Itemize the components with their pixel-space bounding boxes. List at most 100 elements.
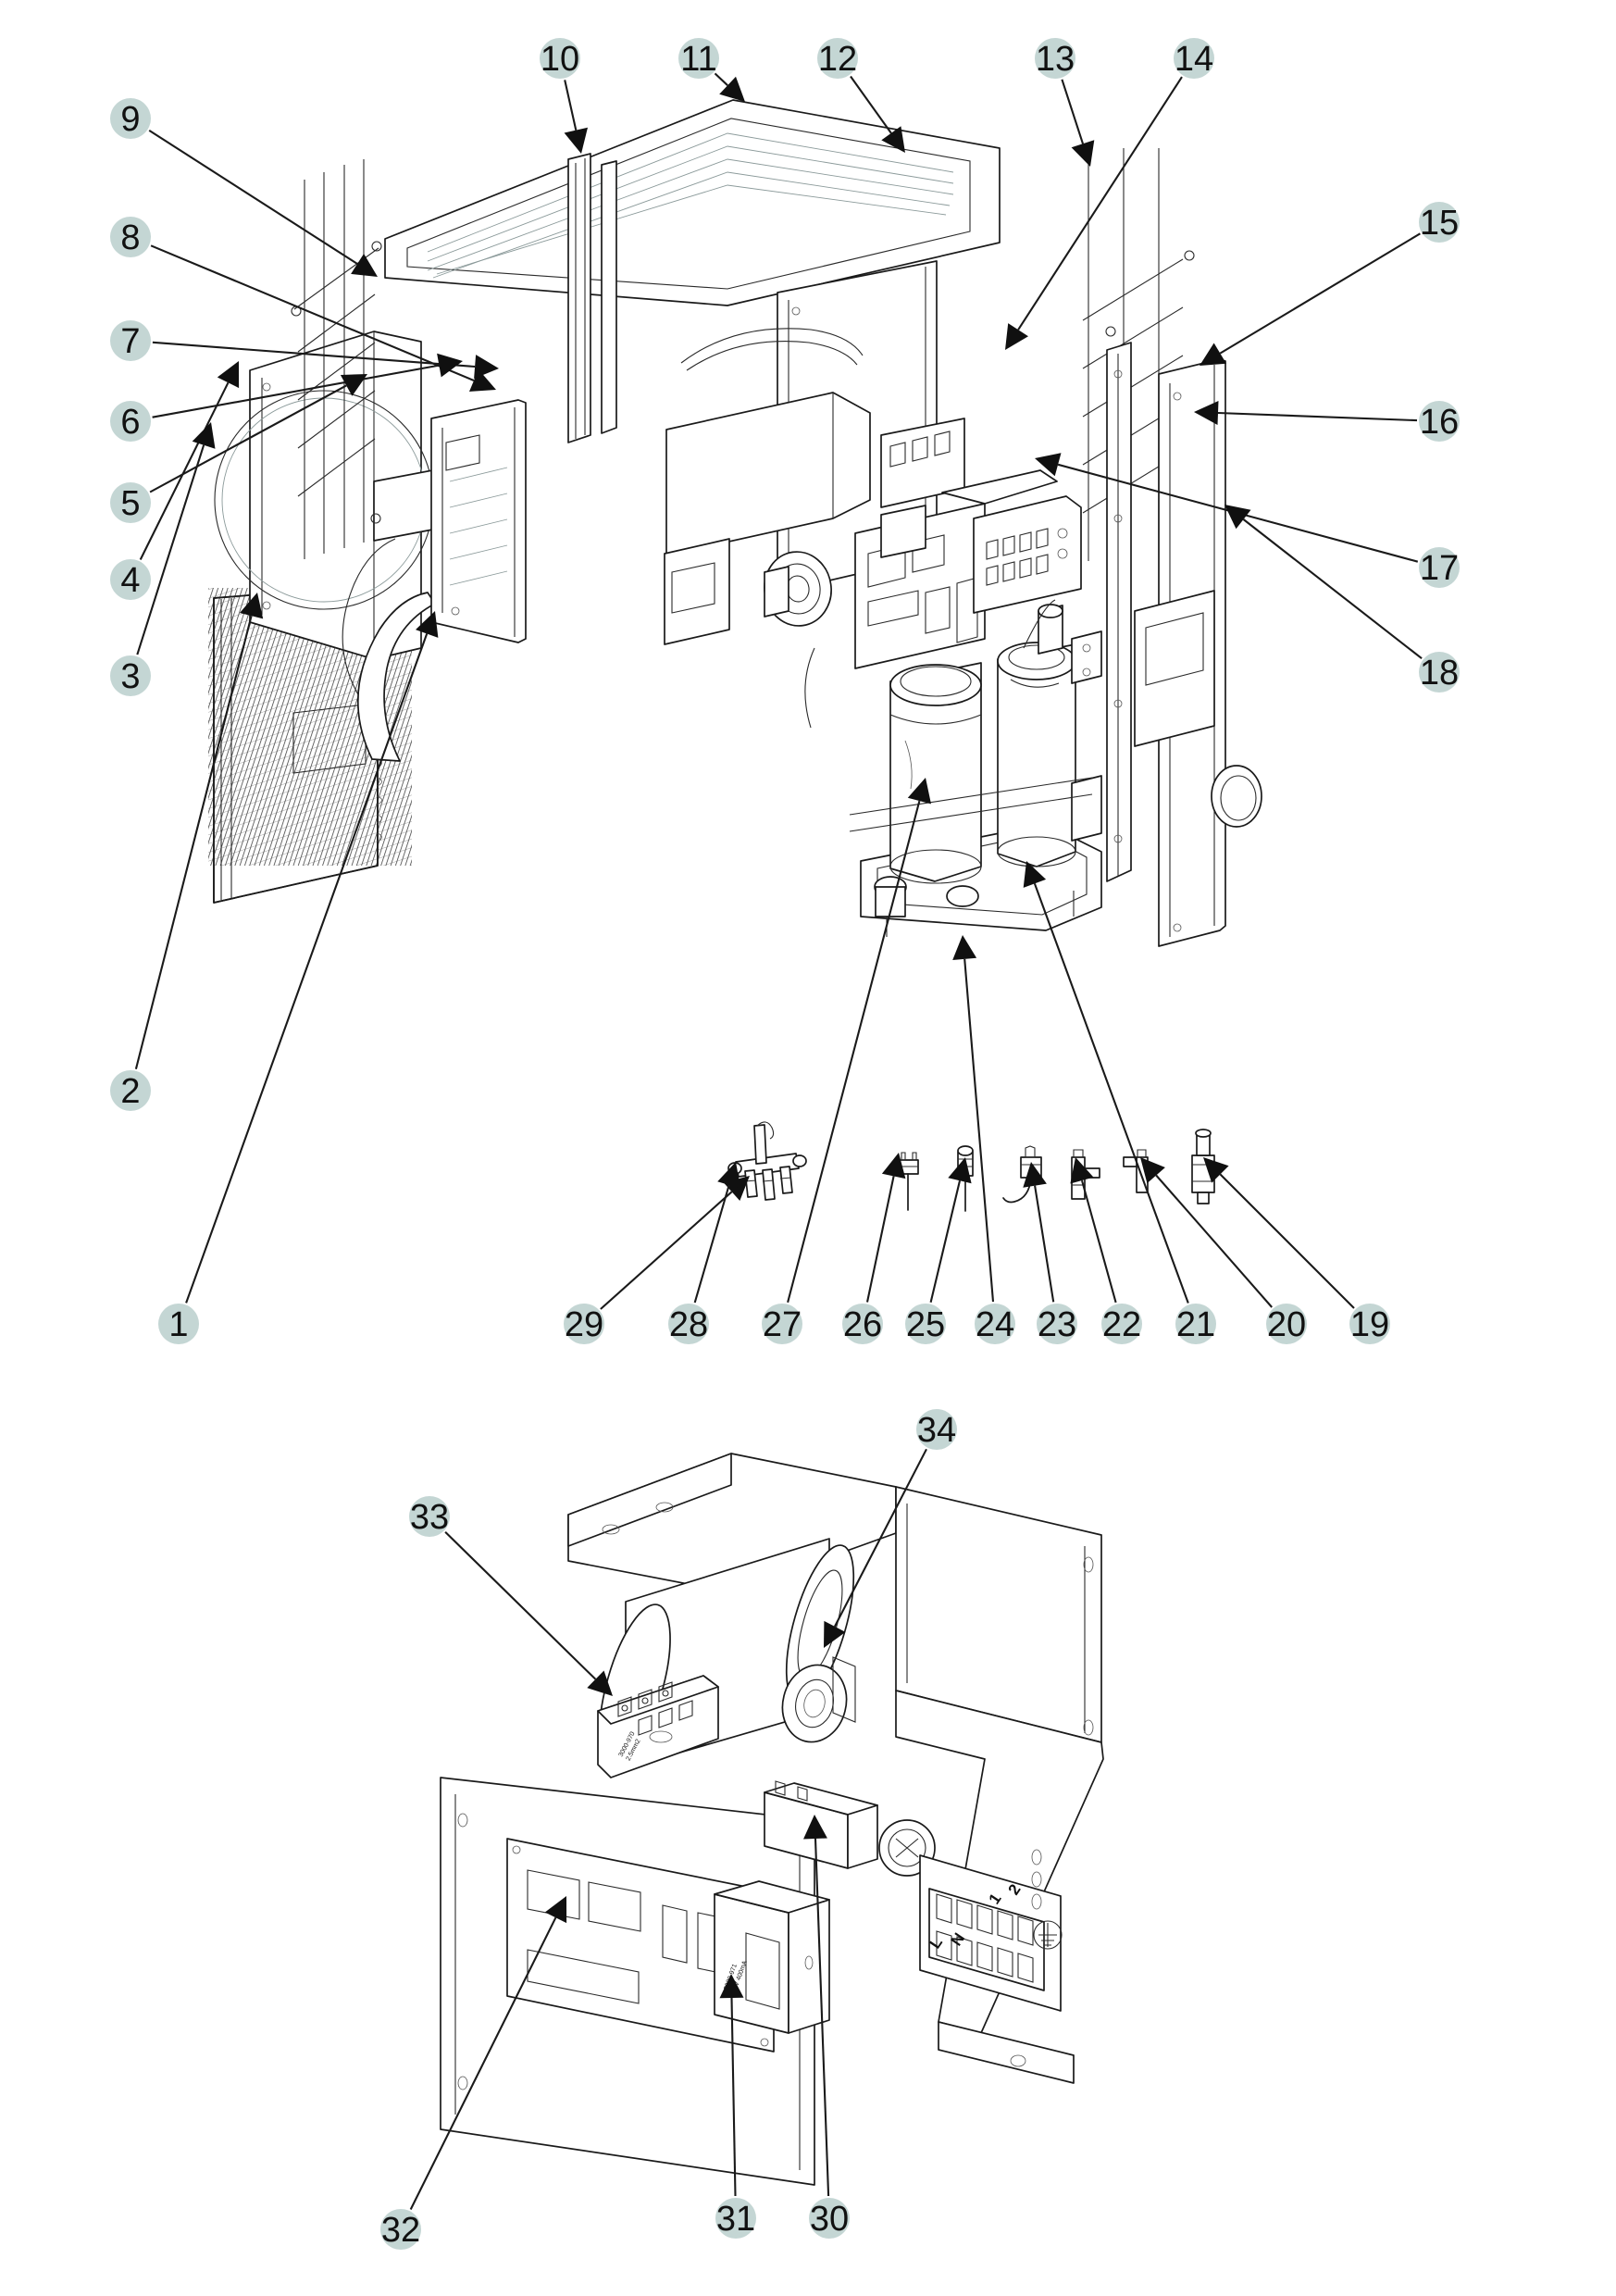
part-relay-block bbox=[764, 1780, 936, 1877]
callout-number-1: 1 bbox=[168, 1305, 188, 1344]
leader-arrowhead-32 bbox=[544, 1896, 567, 1924]
callout-19[interactable]: 19 bbox=[1203, 1157, 1390, 1344]
part-corner-post-left bbox=[567, 153, 617, 443]
callout-bubble-2[interactable] bbox=[110, 1070, 151, 1111]
leader-arrowhead-16 bbox=[1194, 401, 1219, 425]
callout-bubble-29[interactable] bbox=[564, 1304, 604, 1344]
callout-7[interactable]: 7 bbox=[110, 320, 499, 379]
callout-bubble-1[interactable] bbox=[158, 1304, 199, 1344]
callout-bubble-8[interactable] bbox=[110, 217, 151, 257]
callout-2[interactable]: 2 bbox=[110, 593, 264, 1111]
leader-arrowhead-24 bbox=[952, 935, 977, 960]
leader-line-30 bbox=[814, 1838, 830, 2197]
callout-bubble-13[interactable] bbox=[1035, 38, 1075, 79]
callout-bubble-11[interactable] bbox=[678, 38, 719, 79]
callout-bubble-10[interactable] bbox=[540, 38, 580, 79]
callout-bubble-22[interactable] bbox=[1101, 1304, 1142, 1344]
callout-29[interactable]: 29 bbox=[564, 1176, 750, 1344]
callout-number-24: 24 bbox=[976, 1305, 1014, 1344]
callout-24[interactable]: 24 bbox=[952, 935, 1015, 1344]
callout-30[interactable]: 30 bbox=[803, 1815, 850, 2239]
callout-bubble-26[interactable] bbox=[842, 1304, 883, 1344]
callout-number-8: 8 bbox=[120, 218, 140, 257]
callout-bubble-28[interactable] bbox=[668, 1304, 709, 1344]
leader-arrowhead-13 bbox=[1071, 140, 1095, 167]
callout-bubble-34[interactable] bbox=[916, 1409, 957, 1450]
callout-3[interactable]: 3 bbox=[110, 422, 216, 696]
callout-1[interactable]: 1 bbox=[158, 611, 439, 1344]
callout-bubble-15[interactable] bbox=[1419, 202, 1460, 243]
leader-arrowhead-27 bbox=[907, 778, 931, 805]
leader-arrowhead-8 bbox=[469, 369, 496, 392]
callout-bubble-24[interactable] bbox=[975, 1304, 1015, 1344]
callout-8[interactable]: 8 bbox=[110, 217, 496, 392]
part-probe-sensor-a bbox=[899, 1152, 919, 1211]
callout-bubble-21[interactable] bbox=[1175, 1304, 1216, 1344]
callout-18[interactable]: 18 bbox=[1224, 505, 1460, 693]
callout-bubble-3[interactable] bbox=[110, 655, 151, 696]
part-refrigerant-piping bbox=[804, 647, 1093, 832]
part-grommet-ring bbox=[1211, 765, 1262, 828]
callout-bubble-6[interactable] bbox=[110, 401, 151, 442]
callout-bubble-19[interactable] bbox=[1349, 1304, 1390, 1344]
callout-number-19: 19 bbox=[1350, 1305, 1389, 1344]
callout-number-10: 10 bbox=[541, 40, 579, 79]
callout-33[interactable]: 33 bbox=[409, 1496, 613, 1696]
callout-14[interactable]: 14 bbox=[1005, 38, 1214, 350]
callout-9[interactable]: 9 bbox=[110, 98, 378, 277]
callout-20[interactable]: 20 bbox=[1140, 1157, 1307, 1344]
leader-arrowhead-18 bbox=[1224, 505, 1251, 530]
callout-bubble-5[interactable] bbox=[110, 482, 151, 523]
callout-number-17: 17 bbox=[1420, 549, 1459, 588]
callout-bubble-4[interactable] bbox=[110, 559, 151, 600]
callout-10[interactable]: 10 bbox=[540, 38, 588, 154]
callout-6[interactable]: 6 bbox=[110, 353, 463, 442]
callout-15[interactable]: 15 bbox=[1200, 202, 1460, 366]
callout-number-27: 27 bbox=[763, 1305, 802, 1344]
callout-number-31: 31 bbox=[716, 2200, 755, 2239]
callout-bubble-33[interactable] bbox=[409, 1496, 450, 1537]
callout-31[interactable]: 31 bbox=[715, 1974, 756, 2239]
callout-21[interactable]: 21 bbox=[1023, 861, 1216, 1344]
leader-line-26 bbox=[865, 1176, 895, 1303]
callout-bubble-17[interactable] bbox=[1419, 547, 1460, 588]
callout-27[interactable]: 27 bbox=[762, 778, 931, 1344]
callout-bubble-30[interactable] bbox=[809, 2198, 850, 2239]
callout-17[interactable]: 17 bbox=[1035, 453, 1460, 588]
part-control-window bbox=[1134, 590, 1215, 747]
callout-25[interactable]: 25 bbox=[905, 1157, 972, 1344]
leader-line-10 bbox=[564, 80, 578, 131]
callout-number-6: 6 bbox=[120, 403, 140, 442]
callout-bubble-32[interactable] bbox=[380, 2209, 421, 2250]
callout-23[interactable]: 23 bbox=[1023, 1162, 1077, 1344]
leader-line-21 bbox=[1033, 883, 1189, 1304]
callout-bubble-25[interactable] bbox=[905, 1304, 946, 1344]
callout-32[interactable]: 32 bbox=[380, 1896, 567, 2250]
callout-26[interactable]: 26 bbox=[842, 1153, 906, 1344]
leader-arrowhead-7 bbox=[474, 355, 499, 379]
leader-arrowhead-6 bbox=[437, 353, 463, 378]
callout-11[interactable]: 11 bbox=[678, 38, 745, 102]
callout-bubble-12[interactable] bbox=[817, 38, 858, 79]
callout-28[interactable]: 28 bbox=[668, 1162, 741, 1344]
callout-16[interactable]: 16 bbox=[1194, 401, 1460, 442]
callout-bubble-18[interactable] bbox=[1419, 652, 1460, 693]
callout-bubble-16[interactable] bbox=[1419, 401, 1460, 442]
callout-bubble-27[interactable] bbox=[762, 1304, 802, 1344]
leader-arrowhead-3 bbox=[192, 422, 216, 449]
callout-4[interactable]: 4 bbox=[110, 361, 240, 600]
callout-bubble-23[interactable] bbox=[1037, 1304, 1077, 1344]
callout-bubble-20[interactable] bbox=[1266, 1304, 1307, 1344]
callout-bubble-7[interactable] bbox=[110, 320, 151, 361]
callout-22[interactable]: 22 bbox=[1070, 1157, 1142, 1344]
callout-bubble-14[interactable] bbox=[1174, 38, 1214, 79]
callout-12[interactable]: 12 bbox=[817, 38, 905, 153]
callout-13[interactable]: 13 bbox=[1035, 38, 1095, 167]
callout-bubble-9[interactable] bbox=[110, 98, 151, 139]
callout-34[interactable]: 34 bbox=[824, 1409, 957, 1648]
callout-number-14: 14 bbox=[1175, 40, 1213, 79]
callout-bubble-31[interactable] bbox=[715, 2198, 756, 2239]
